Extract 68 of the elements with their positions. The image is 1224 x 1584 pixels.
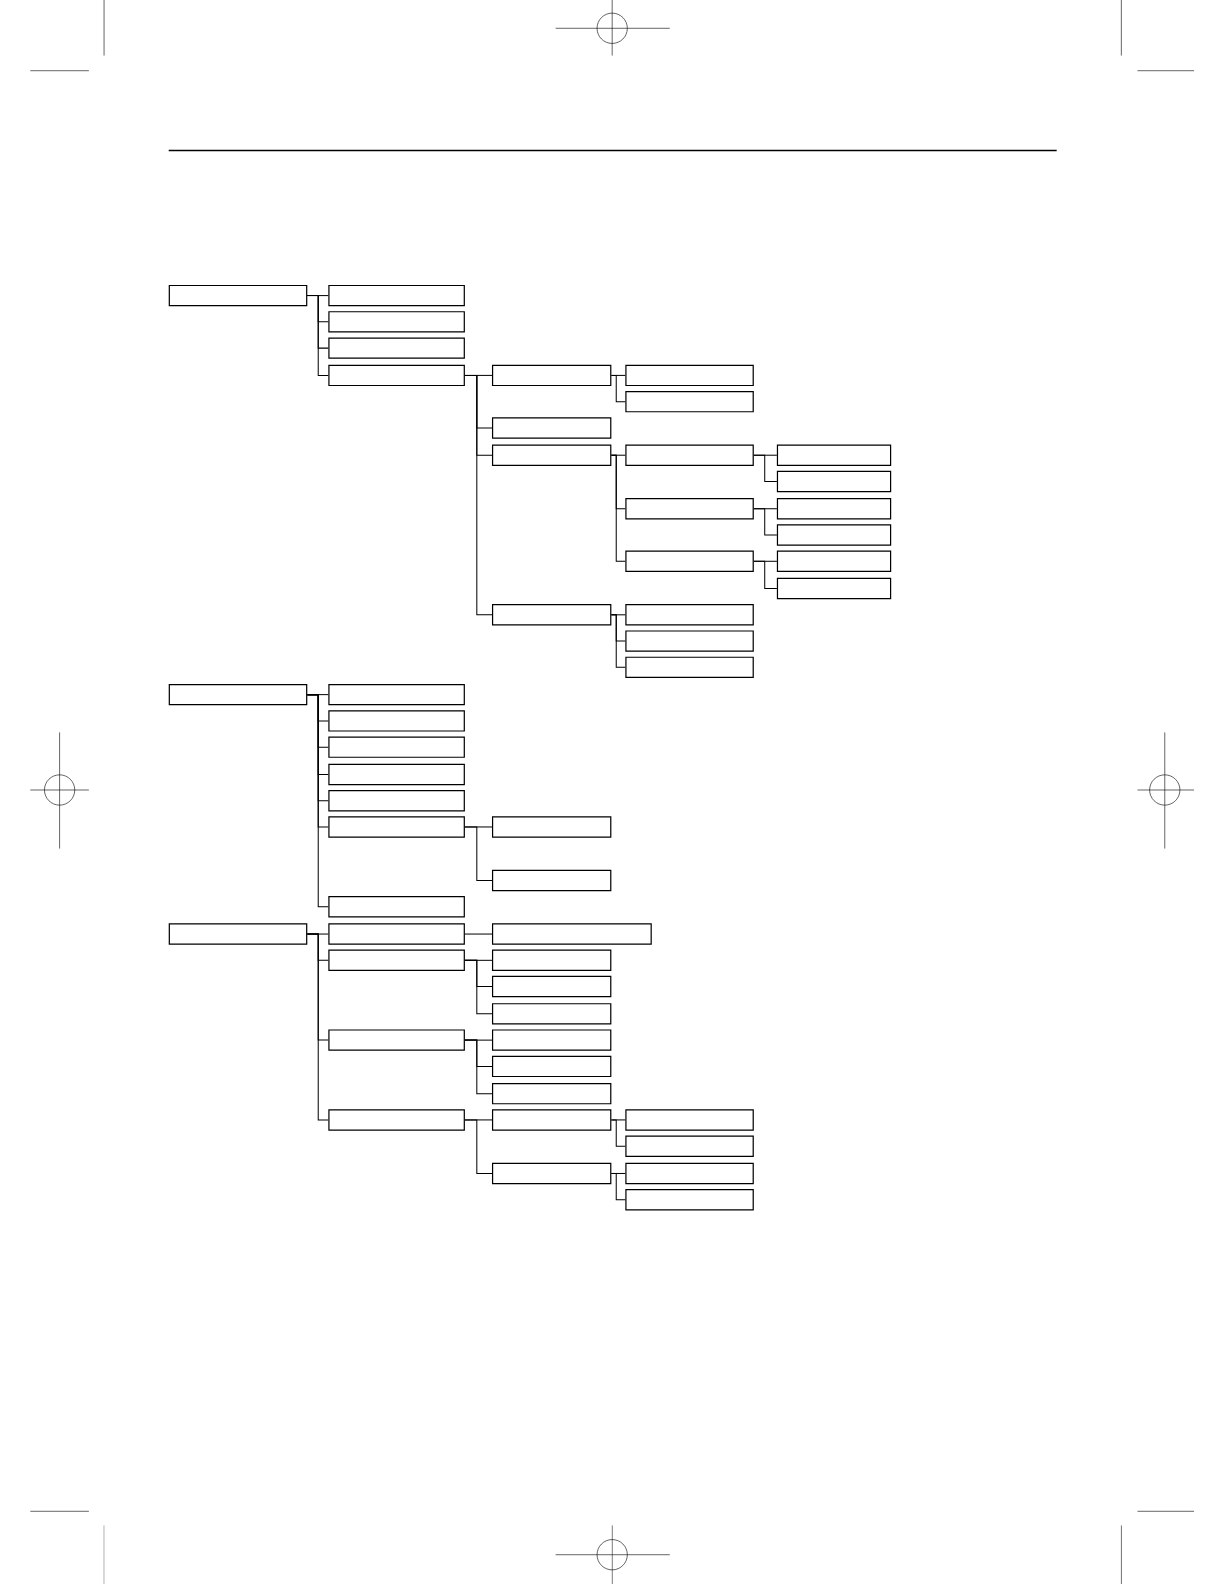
tree-box (328, 337, 465, 359)
tree-box (491, 949, 612, 971)
tree-box (328, 1109, 465, 1131)
connector-line (464, 374, 493, 616)
tree-box (328, 816, 465, 838)
connector-line (306, 694, 329, 908)
tree-box (776, 498, 892, 520)
tree-box (491, 816, 612, 838)
tree-box (328, 763, 465, 786)
tree-box (776, 470, 892, 493)
connector-line (306, 933, 329, 1121)
connector-line (610, 374, 626, 403)
connector-line (306, 295, 329, 376)
tree-box (328, 311, 465, 333)
tree-box (776, 577, 892, 600)
tree-box (491, 364, 612, 387)
tree-box (625, 498, 754, 520)
connector-line (464, 826, 493, 881)
tree-box (625, 364, 754, 387)
tree-box (328, 284, 465, 307)
tree-box (625, 390, 754, 413)
tree-box (328, 923, 465, 945)
tree-box (625, 630, 754, 652)
connector-line (464, 959, 493, 1015)
tree-box (625, 1162, 754, 1185)
tree-box (328, 736, 465, 758)
tree-box (168, 683, 308, 706)
connector-line (610, 1172, 626, 1201)
tree-box (328, 1029, 465, 1051)
tree-box (328, 683, 465, 706)
connector-line (610, 454, 626, 562)
tree-box (328, 790, 465, 812)
tree-box (776, 550, 892, 572)
tree-box (491, 1055, 612, 1078)
tree-box (168, 284, 308, 307)
tree-box (625, 1135, 754, 1157)
connector-line (753, 508, 778, 536)
tree-box (491, 975, 612, 998)
connector-line (464, 933, 493, 935)
tree-box (491, 417, 612, 439)
tree-box (776, 524, 892, 546)
tree-box (328, 949, 465, 971)
tree-box (491, 1109, 612, 1131)
tree-box (491, 869, 612, 892)
connector-line (464, 1119, 493, 1174)
connector-line (610, 614, 626, 668)
tree-box (491, 1082, 612, 1105)
connector-line (610, 1119, 626, 1147)
tree-box (776, 444, 892, 466)
tree-box (625, 1189, 754, 1211)
tree-box (491, 1162, 612, 1185)
tree-box (328, 710, 465, 732)
tree-box (625, 444, 754, 466)
tree-box (491, 444, 612, 466)
tree-box (625, 656, 754, 679)
tree-box (625, 550, 754, 572)
tree-box (491, 1029, 612, 1051)
tree-box (328, 364, 465, 387)
tree-box (625, 604, 754, 626)
tree-box (491, 604, 612, 626)
connector-line (753, 454, 778, 482)
tree-box (491, 923, 652, 945)
tree-box (168, 923, 308, 945)
connector-line (464, 1039, 493, 1095)
connector-line (753, 560, 778, 590)
tree-box (625, 1109, 754, 1131)
tree-box (328, 896, 465, 918)
tree-box (491, 1003, 612, 1025)
